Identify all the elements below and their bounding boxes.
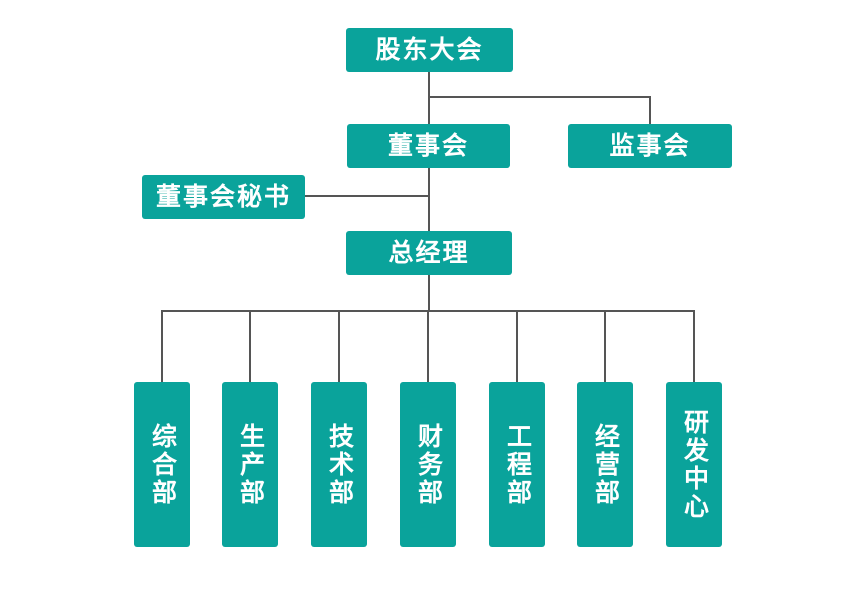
connector-drop-technology-dept [338,310,340,382]
connector-drop-production-dept [249,310,251,382]
node-rd-center: 研发中心 [666,382,722,547]
node-general-manager: 总经理 [346,231,512,275]
connector-drop-rd-center [693,310,695,382]
connector-drop-engineering-dept [516,310,518,382]
connector-board-to-gm [428,168,430,231]
connector-secretary-link [305,195,428,197]
node-dept-technology: 技术部 [311,382,367,547]
connector-gm-to-bus [428,275,430,311]
node-dept-production: 生产部 [222,382,278,547]
node-board-of-directors: 董事会 [347,124,510,168]
connector-supervisory-drop [649,96,651,124]
connector-branch-to-supervisory [428,96,650,98]
node-dept-finance: 财务部 [400,382,456,547]
connector-drop-finance-dept [427,310,429,382]
connector-drop-operations-dept [604,310,606,382]
connector-shareholders-to-board [428,72,430,124]
node-dept-general: 综合部 [134,382,190,547]
node-supervisory-board: 监事会 [568,124,732,168]
node-shareholders-meeting: 股东大会 [346,28,513,72]
node-board-secretary: 董事会秘书 [142,175,305,219]
node-dept-engineering: 工程部 [489,382,545,547]
node-dept-operations: 经营部 [577,382,633,547]
connector-drop-general-dept [161,310,163,382]
